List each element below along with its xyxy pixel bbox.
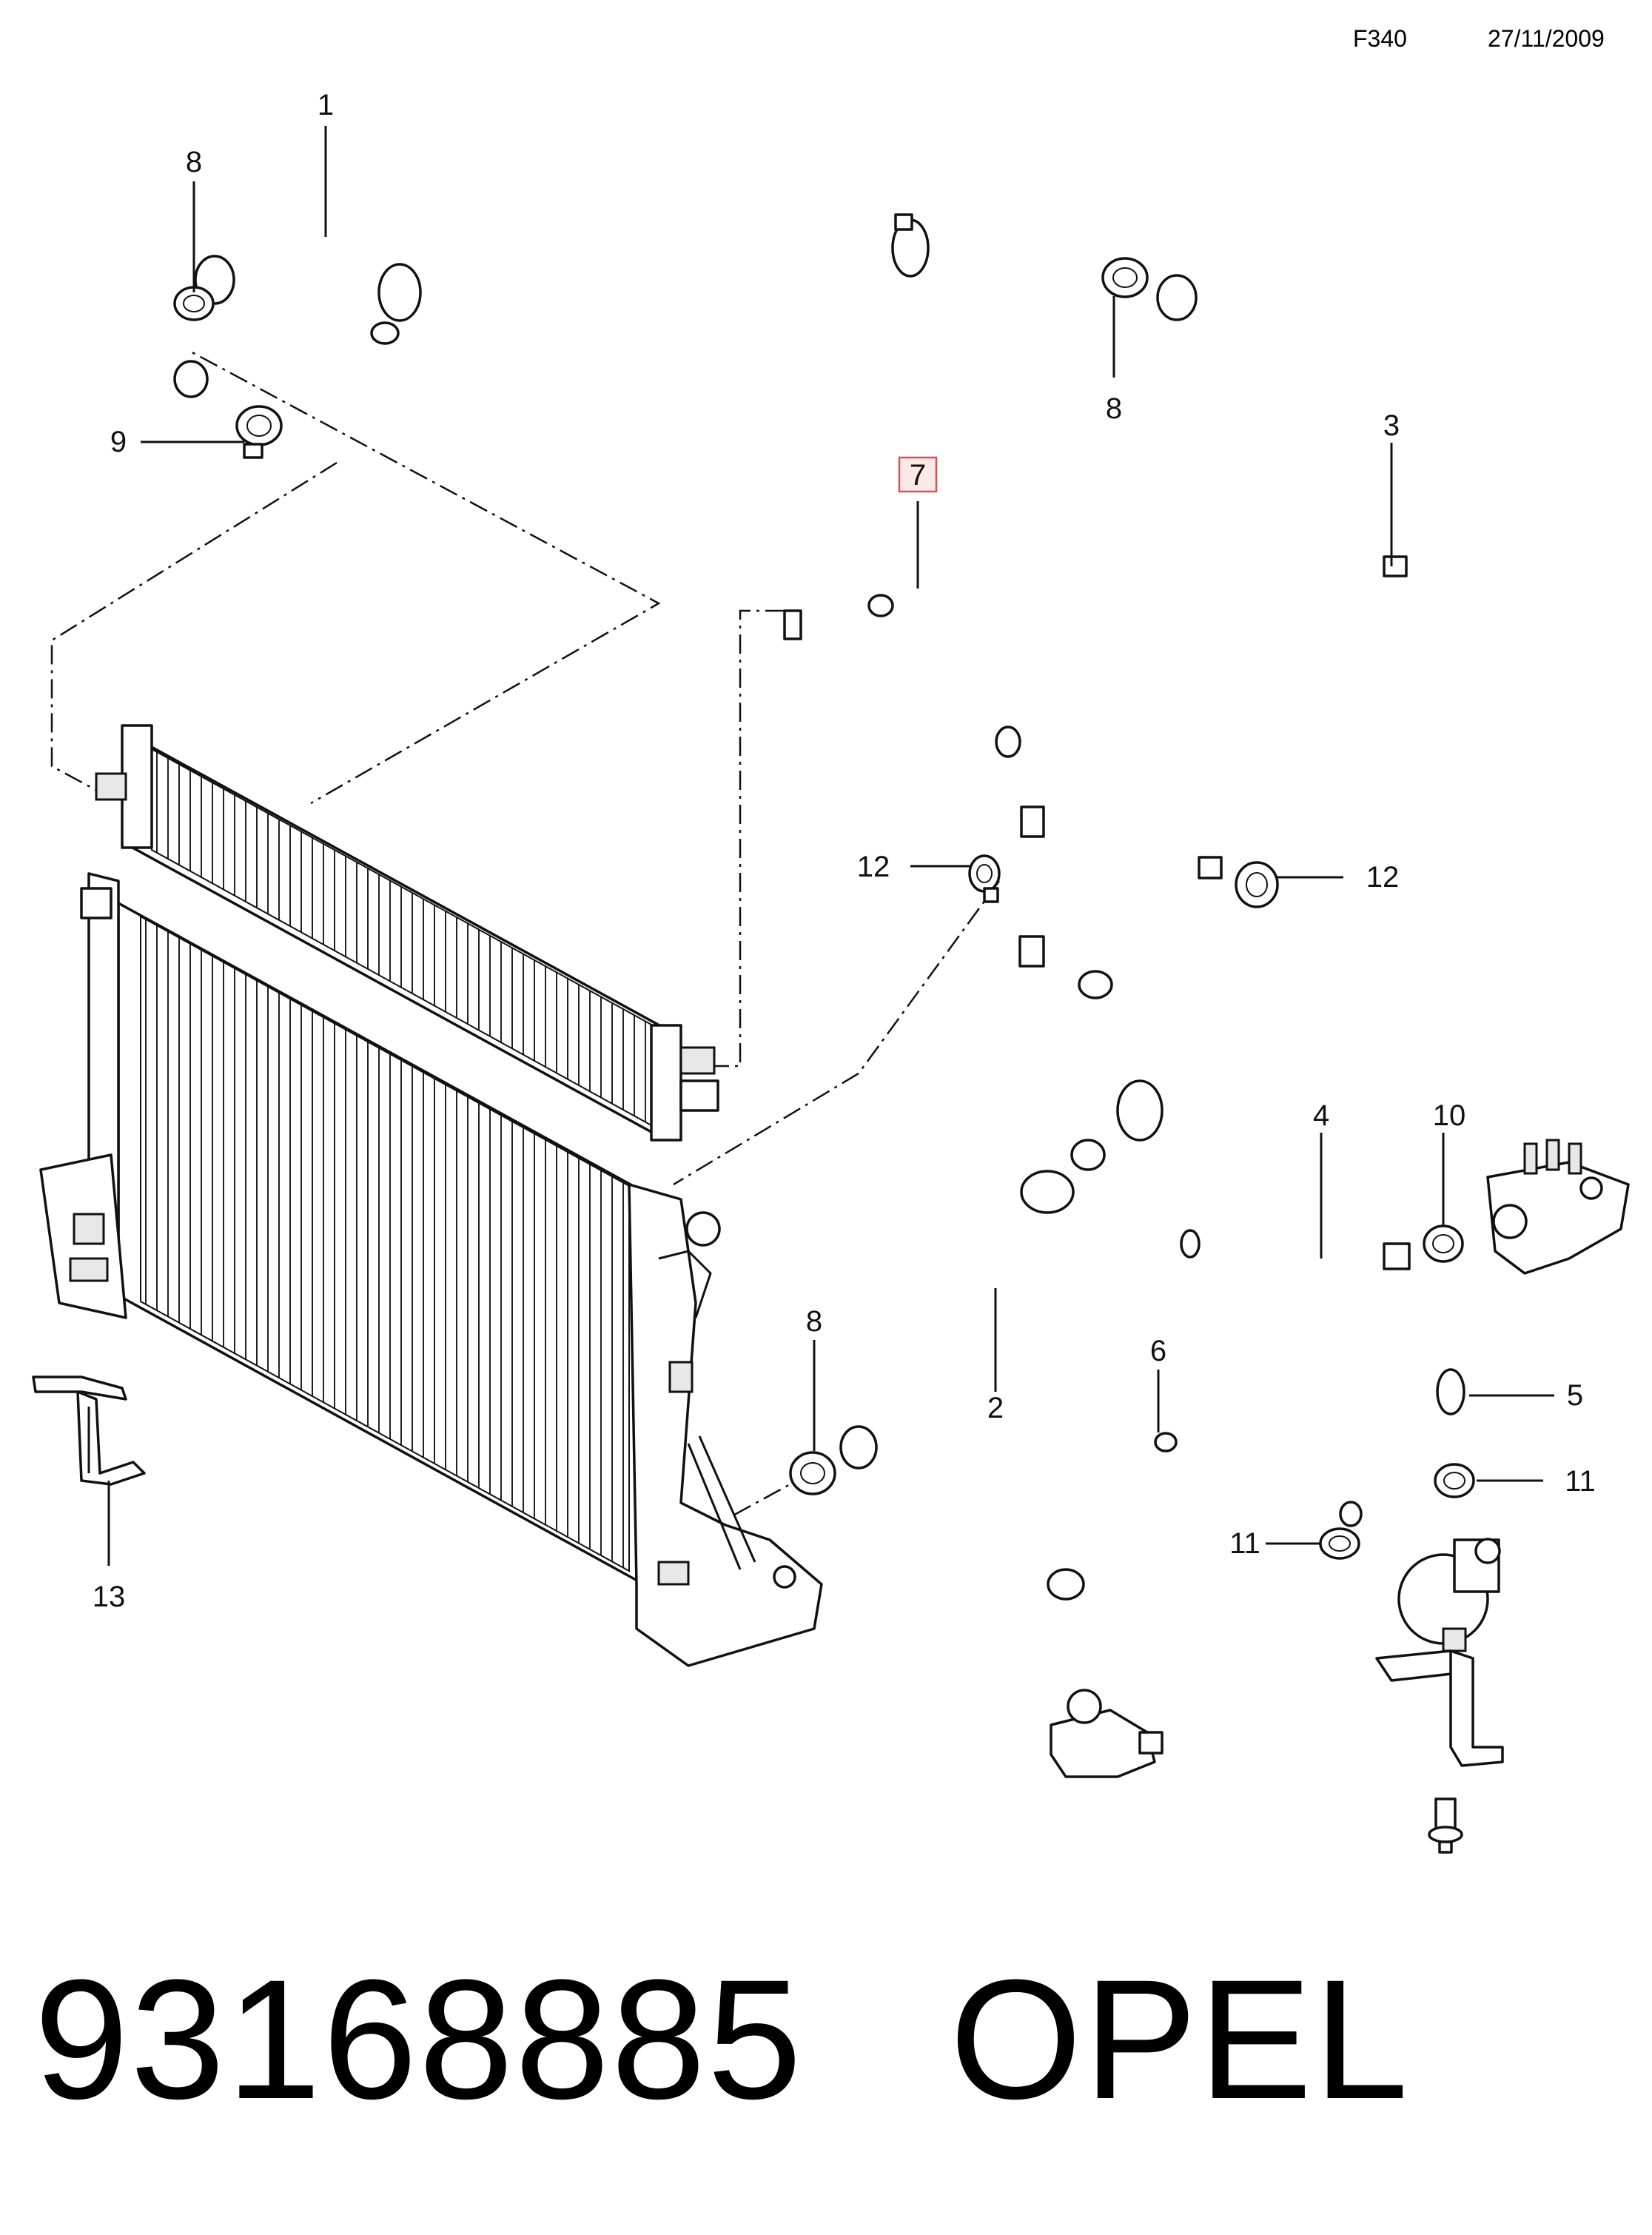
- hose-4: [1180, 1229, 1411, 1279]
- hose-3: [1020, 555, 1408, 838]
- callout-9[interactable]: 9: [110, 426, 127, 458]
- clip-9: [235, 405, 283, 459]
- clamp-11-left: [1319, 1527, 1360, 1560]
- callout-5[interactable]: 5: [1567, 1379, 1583, 1412]
- clamp-8-top-right: [1101, 257, 1149, 298]
- clamp-12-left: [968, 854, 1001, 903]
- leader-lines: [107, 126, 1554, 1566]
- brand-name: OPEL: [950, 1944, 1410, 2134]
- hose-5: [1336, 1368, 1465, 1527]
- bracket-13: [32, 1375, 146, 1486]
- diagram-date: 27/11/2009: [1488, 25, 1605, 52]
- callout-11-right[interactable]: 11: [1565, 1465, 1596, 1498]
- callout-7[interactable]: 7: [910, 459, 926, 492]
- callout-10[interactable]: 10: [1433, 1099, 1466, 1132]
- callout-6[interactable]: 6: [1150, 1335, 1166, 1367]
- callout-8-top-right[interactable]: 8: [1106, 392, 1122, 425]
- intercooler: [95, 724, 719, 1142]
- thermostat-housing: [1486, 1139, 1630, 1275]
- hose-7: [779, 589, 1021, 758]
- callout-4[interactable]: 4: [1313, 1099, 1329, 1132]
- clamp-10: [1423, 1224, 1464, 1263]
- clamp-11-right: [1434, 1463, 1475, 1498]
- hose-6: [1047, 1432, 1178, 1677]
- part-7-highlight: [898, 456, 938, 493]
- footer: 93168885 OPEL: [34, 1954, 1410, 2125]
- bolt: [1428, 1797, 1463, 1854]
- water-pump-right: [1397, 1538, 1501, 1652]
- callout-1[interactable]: 1: [318, 89, 334, 121]
- callout-11-left[interactable]: 11: [1229, 1527, 1260, 1560]
- callout-2[interactable]: 2: [987, 1392, 1004, 1424]
- clamp-8-lower: [789, 1451, 836, 1495]
- callout-12-left[interactable]: 12: [857, 851, 890, 883]
- hose-2: [836, 849, 1229, 1470]
- callouts: 1 8 9 8 3 7 12 12 4 10 8 2 6 5 11 11 13: [93, 89, 1596, 1613]
- clamp-12-right: [1235, 861, 1279, 908]
- part-number: 93168885: [34, 1944, 804, 2134]
- diagram-code: F340: [1353, 25, 1407, 52]
- callout-13[interactable]: 13: [93, 1581, 126, 1613]
- callout-12-right[interactable]: 12: [1366, 861, 1400, 894]
- radiator: [39, 872, 823, 1667]
- water-pump-left: [1050, 1689, 1164, 1778]
- pump-bracket: [1375, 1649, 1504, 1767]
- callout-8-top-left[interactable]: 8: [186, 146, 202, 178]
- callout-3[interactable]: 3: [1383, 409, 1400, 442]
- callout-8-lower[interactable]: 8: [806, 1305, 822, 1338]
- hose-1: [156, 152, 1271, 422]
